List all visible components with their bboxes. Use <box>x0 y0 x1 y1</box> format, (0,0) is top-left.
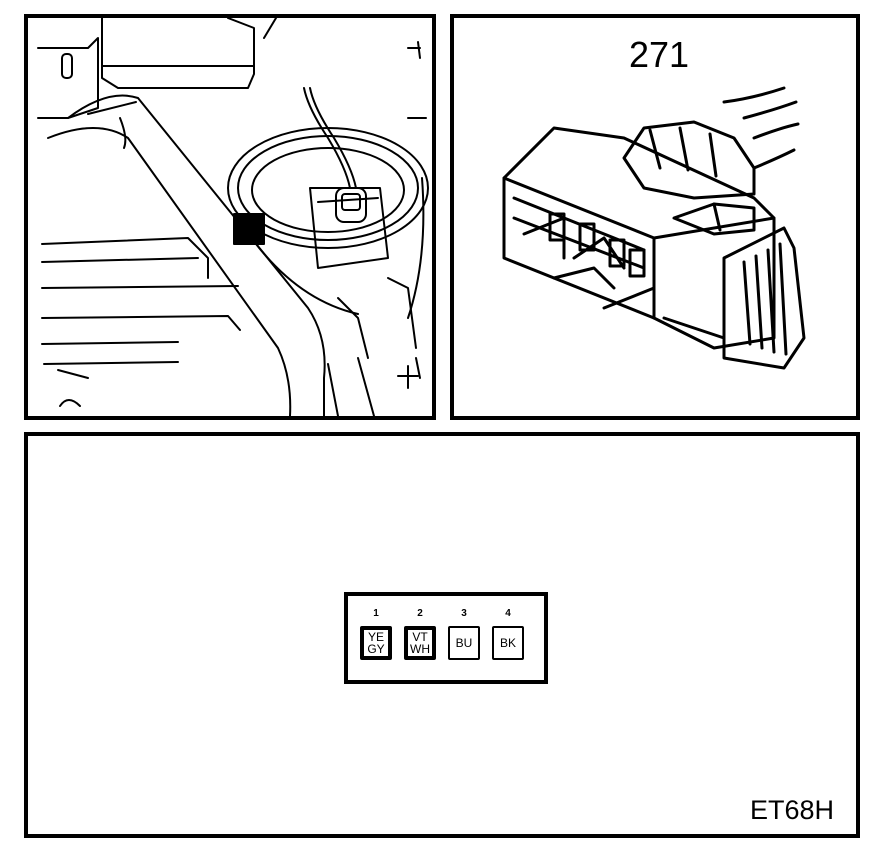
engine-bay-panel <box>24 14 436 420</box>
pin-3-number: 3 <box>461 608 467 619</box>
pin-1: YE GY <box>360 626 392 660</box>
pin-3: BU <box>448 626 480 660</box>
pin-1-number: 1 <box>373 608 379 619</box>
connector-panel: 271 <box>450 14 860 420</box>
pin-2-number: 2 <box>417 608 423 619</box>
pin-4: BK <box>492 626 524 660</box>
pin-3-color: BU <box>455 636 473 650</box>
pin-2: VT WH <box>404 626 436 660</box>
figure-code: ET68H <box>749 795 834 825</box>
pin-1-color-a: YE <box>367 630 384 644</box>
pin-2-color-b: WH <box>410 642 430 656</box>
pin-4-number: 4 <box>505 608 511 619</box>
connector-face: 1 YE GY 2 VT WH 3 BU 4 BK <box>344 592 548 684</box>
pinout-panel: 1 YE GY 2 VT WH 3 BU 4 BK ET68H <box>24 432 860 838</box>
pin-4-color: BK <box>499 636 516 650</box>
pin-1-color-b: GY <box>367 642 385 656</box>
engine-bay-illustration <box>37 18 429 416</box>
connector-number: 271 <box>628 34 690 75</box>
pin-2-color-a: VT <box>412 630 428 644</box>
connector-illustration <box>502 86 806 370</box>
